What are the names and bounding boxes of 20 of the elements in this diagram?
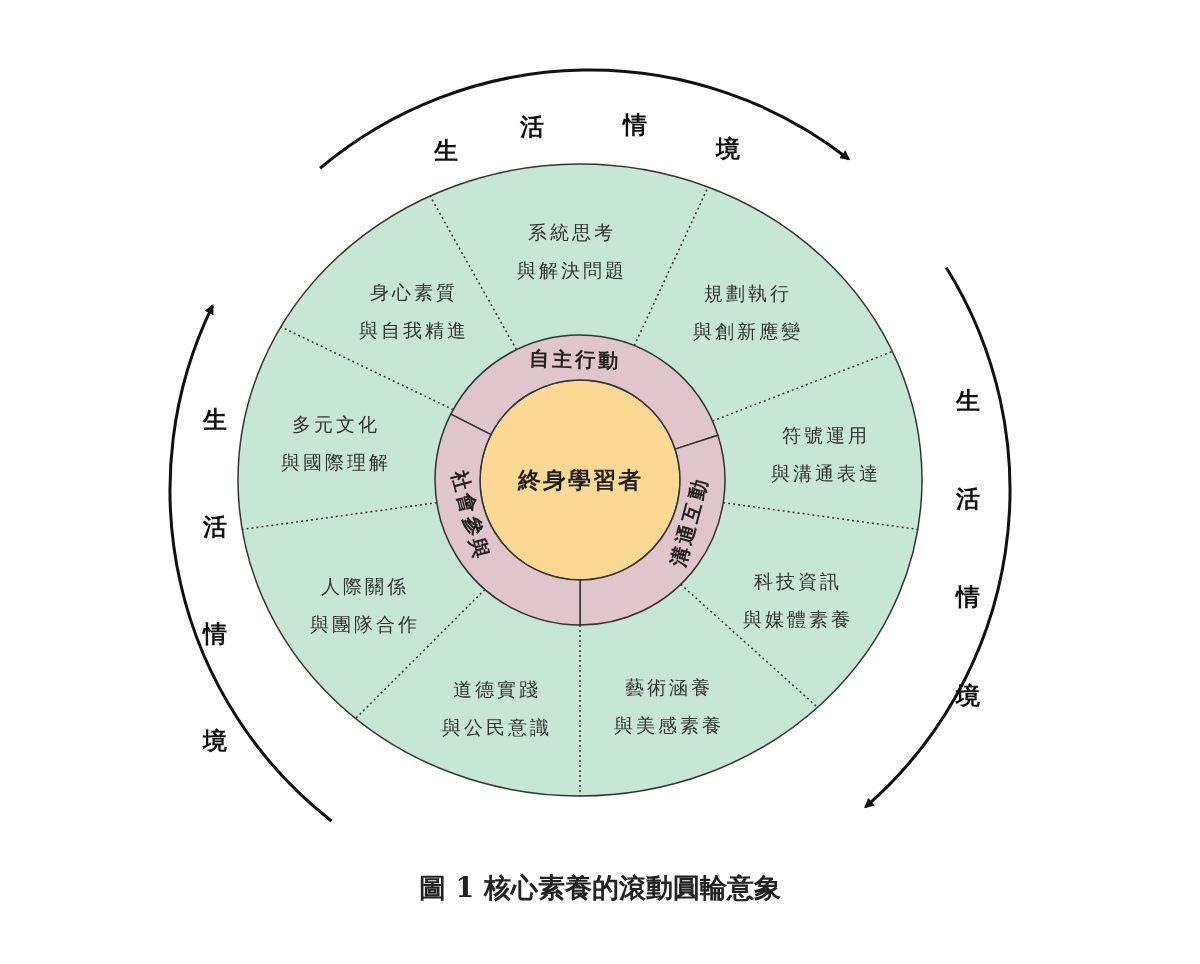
figure-caption: 圖 1 核心素養的滾動圓輪意象 — [418, 871, 782, 905]
segment-label: 道德實踐與公民意識 — [441, 678, 552, 739]
competency-segment — [712, 351, 922, 530]
ring-label: 社會參與 — [446, 468, 495, 564]
context-label: 生活情境 — [201, 404, 228, 758]
segment-label: 規劃執行與創新應變 — [693, 282, 804, 342]
segment-label: 身心素質與自我精進 — [358, 280, 469, 341]
context-label: 生活情境 — [954, 384, 981, 712]
segment-label: 人際關係與團隊合作 — [310, 575, 421, 636]
competency-segment — [634, 187, 893, 421]
segment-label: 符號運用與溝通表達 — [771, 423, 882, 484]
segment-label: 多元文化與國際理解 — [280, 412, 391, 473]
context-label: 生活情境 — [434, 109, 740, 166]
segment-label: 藝術涵養與美感素養 — [613, 676, 724, 737]
segment-label: 科技資訊與媒體素養 — [743, 569, 854, 630]
competency-segment — [280, 196, 517, 410]
ring-label: 自主行動 — [528, 344, 622, 376]
segment-label: 系統思考與解決問題 — [516, 220, 627, 281]
ring-label: 溝通互動 — [665, 474, 714, 570]
center-label: 終身學習者 — [517, 466, 643, 493]
